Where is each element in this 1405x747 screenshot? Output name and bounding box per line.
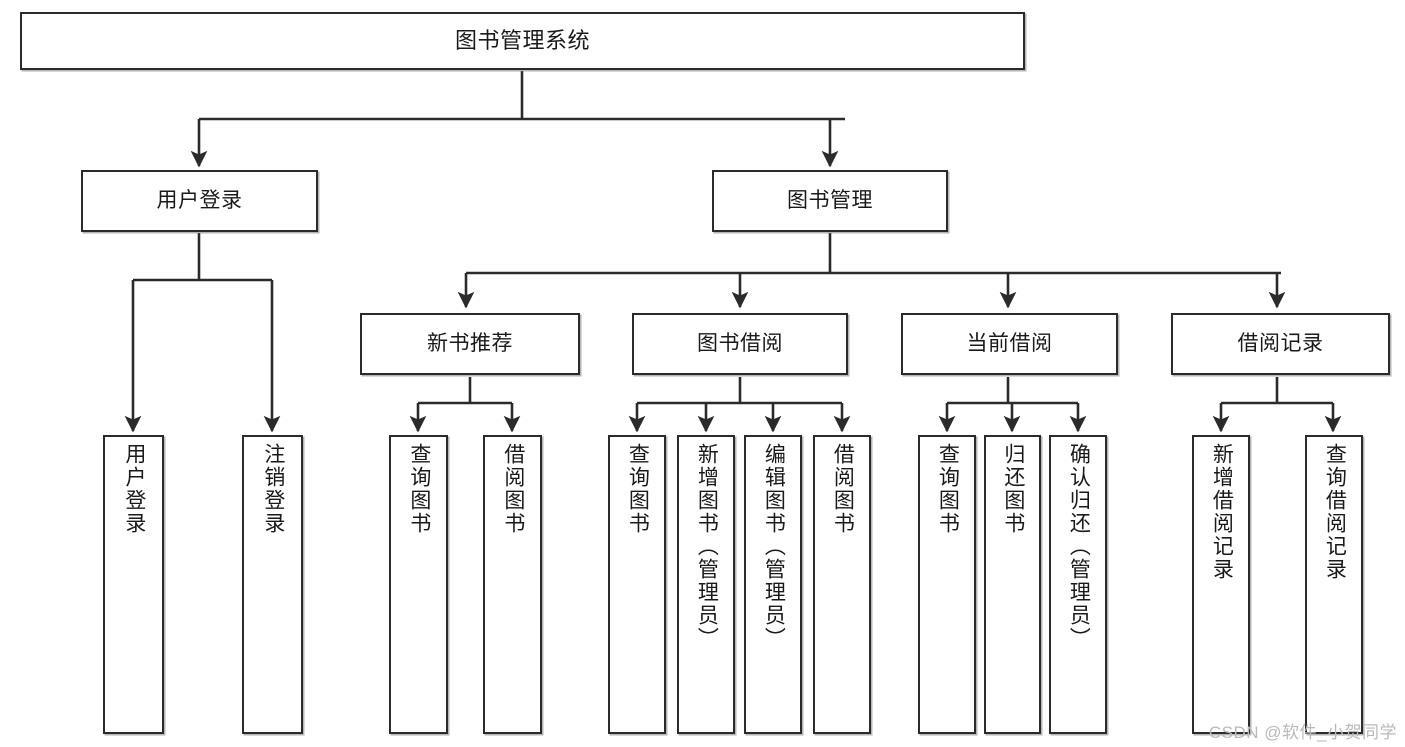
node-leaf-query-book-1-label: 查询图书 <box>407 443 431 535</box>
node-leaf-logout[interactable]: 注销登录 <box>242 435 303 734</box>
node-leaf-confirm-return[interactable]: 确认归还（管理员） <box>1049 435 1107 734</box>
node-borrow-record[interactable]: 借阅记录 <box>1171 313 1390 375</box>
node-leaf-query-borrow-record-label: 查询借阅记录 <box>1323 443 1347 581</box>
node-book-management[interactable]: 图书管理 <box>712 170 948 232</box>
node-leaf-borrow-book-2[interactable]: 借阅图书 <box>813 435 871 734</box>
node-leaf-add-borrow-record[interactable]: 新增借阅记录 <box>1192 435 1250 734</box>
node-leaf-add-book-label: 新增图书（管理员） <box>695 443 719 650</box>
node-user-login-label: 用户登录 <box>156 188 243 212</box>
node-leaf-query-book-3-label: 查询图书 <box>936 443 960 535</box>
node-root-system-label: 图书管理系统 <box>454 28 590 54</box>
node-new-book-recommend[interactable]: 新书推荐 <box>360 313 580 375</box>
node-leaf-borrow-book-2-label: 借阅图书 <box>831 443 855 535</box>
node-root-system[interactable]: 图书管理系统 <box>20 12 1025 70</box>
node-leaf-logout-label: 注销登录 <box>261 443 285 535</box>
node-leaf-add-book[interactable]: 新增图书（管理员） <box>677 435 735 734</box>
node-leaf-user-login-label: 用户登录 <box>122 443 146 535</box>
node-leaf-query-borrow-record[interactable]: 查询借阅记录 <box>1305 435 1363 734</box>
node-book-management-label: 图书管理 <box>787 188 873 212</box>
node-user-login[interactable]: 用户登录 <box>81 170 318 232</box>
node-leaf-borrow-book-1[interactable]: 借阅图书 <box>483 435 542 734</box>
node-leaf-return-book[interactable]: 归还图书 <box>984 435 1041 734</box>
node-leaf-add-borrow-record-label: 新增借阅记录 <box>1210 443 1234 581</box>
node-leaf-edit-book[interactable]: 编辑图书（管理员） <box>744 435 802 734</box>
node-leaf-user-login[interactable]: 用户登录 <box>103 435 164 734</box>
node-book-borrow[interactable]: 图书借阅 <box>632 313 848 375</box>
node-leaf-query-book-2[interactable]: 查询图书 <box>608 435 666 734</box>
node-leaf-query-book-3[interactable]: 查询图书 <box>918 435 976 734</box>
node-leaf-return-book-label: 归还图书 <box>1001 443 1025 535</box>
node-borrow-record-label: 借阅记录 <box>1237 331 1324 355</box>
node-current-borrow[interactable]: 当前借阅 <box>901 313 1118 375</box>
node-leaf-query-book-1[interactable]: 查询图书 <box>389 435 448 734</box>
node-current-borrow-label: 当前借阅 <box>966 331 1053 355</box>
watermark-text: CSDN @软件_小贺同学 <box>1208 723 1397 742</box>
node-leaf-query-book-2-label: 查询图书 <box>626 443 650 535</box>
node-leaf-borrow-book-1-label: 借阅图书 <box>501 443 525 535</box>
node-leaf-confirm-return-label: 确认归还（管理员） <box>1067 443 1091 650</box>
node-book-borrow-label: 图书借阅 <box>697 331 783 355</box>
node-leaf-edit-book-label: 编辑图书（管理员） <box>762 443 786 650</box>
node-new-book-recommend-label: 新书推荐 <box>427 331 513 355</box>
